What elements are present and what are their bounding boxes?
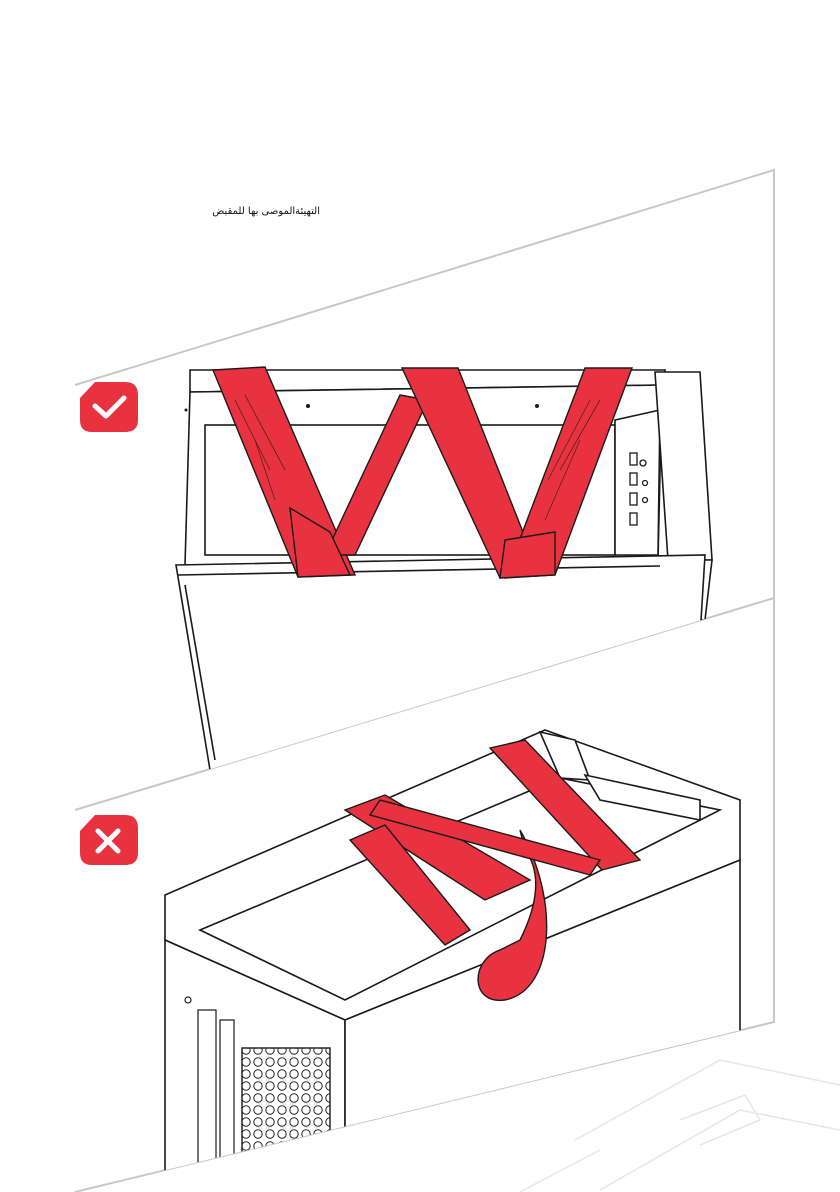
rear-fan-mesh <box>242 1048 330 1188</box>
decorative-watermark <box>520 1060 840 1192</box>
incorrect-case-illustration <box>165 730 740 1192</box>
correct-case-illustration <box>176 367 712 800</box>
incorrect-badge <box>80 815 138 865</box>
recommended-handle-configuration-caption: التهيئةالموصى بها للمقبض <box>120 206 320 217</box>
correct-badge <box>80 382 138 432</box>
